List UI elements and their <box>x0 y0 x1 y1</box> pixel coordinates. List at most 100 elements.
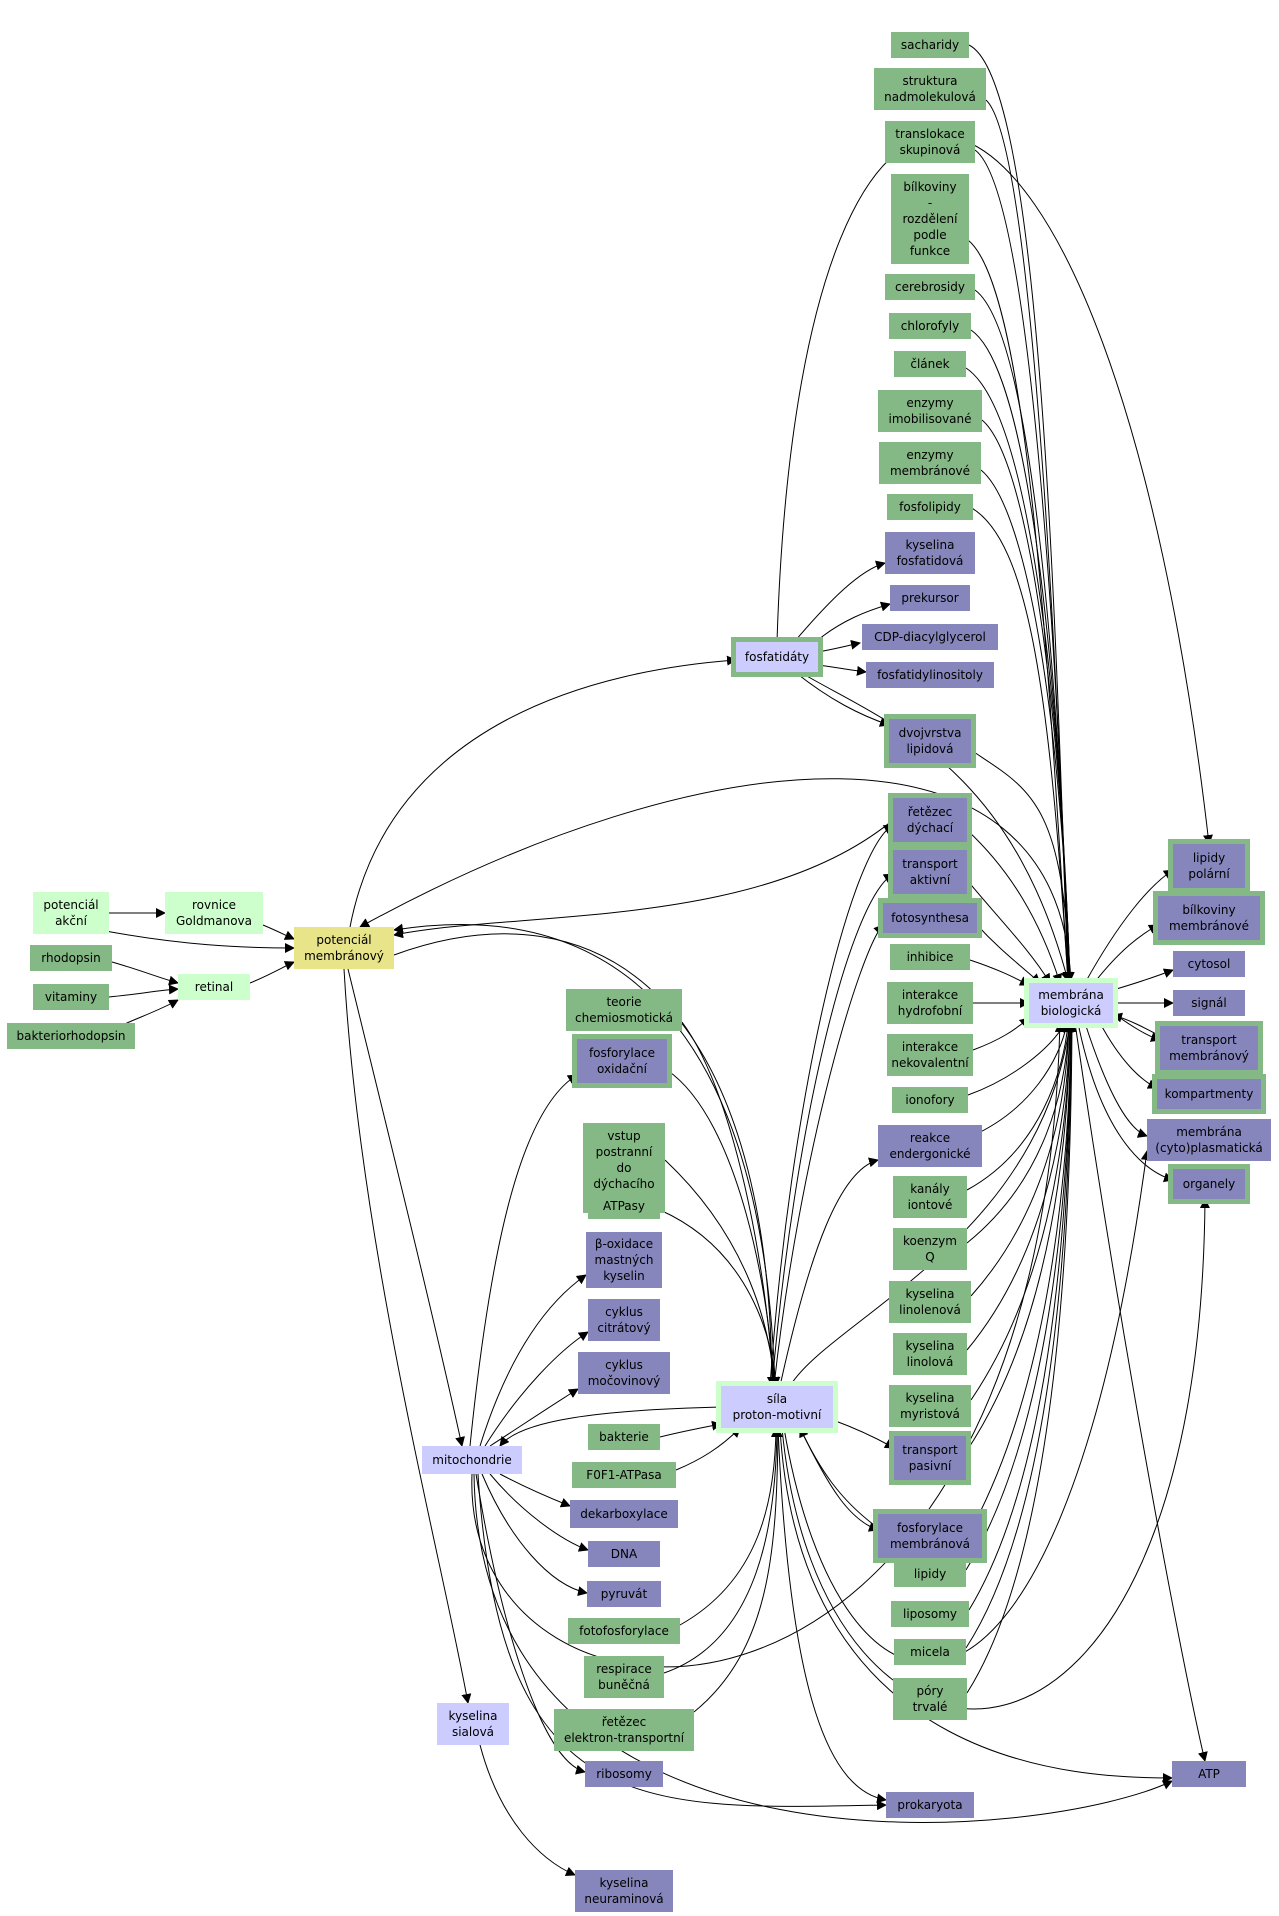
node-box <box>891 174 969 264</box>
node-label: elektron-transportní <box>564 1731 685 1745</box>
edge-respirace-to-sila <box>663 1427 782 1674</box>
node-box <box>584 1656 664 1698</box>
node-label: cytosol <box>1188 957 1231 971</box>
node-box <box>577 1039 667 1083</box>
node-box <box>885 532 975 574</box>
edge-fosforylace_memb-to-sila <box>799 1427 879 1529</box>
node-label: transport <box>902 1443 958 1457</box>
node-rhodopsin: rhodopsin <box>30 945 112 971</box>
node-box <box>165 892 263 934</box>
node-label: lipidy <box>1193 851 1225 865</box>
edge-kys_sialova-to-kys_neuraminova <box>479 1744 576 1877</box>
edge-membrana_bio-to-membrana_cyto <box>1084 1022 1148 1138</box>
node-box <box>889 1385 971 1427</box>
node-ionofory: ionofory <box>892 1087 968 1113</box>
edge-transport_pasivni-to-membrana_bio <box>965 1022 1075 1453</box>
node-label: fosfolipidy <box>899 500 961 514</box>
edge-liposomy-to-membrana_bio <box>968 1022 1076 1611</box>
node-box <box>893 1228 967 1270</box>
edge-f0f1-to-sila <box>675 1427 741 1471</box>
edge-sila-to-prokaryota <box>777 1427 887 1804</box>
edge-sila-to-retezec_dychaci <box>769 824 894 1387</box>
edge-koenzym-to-membrana_bio <box>966 1022 1074 1244</box>
node-box <box>437 1703 509 1745</box>
node-box <box>879 442 981 484</box>
node-label: aktivní <box>910 873 951 887</box>
node-label: micela <box>910 1645 950 1659</box>
node-box <box>892 1087 968 1113</box>
edge-fosforylace_oxid-to-sila <box>666 1069 779 1387</box>
node-label: interakce <box>902 988 958 1002</box>
node-box <box>893 1678 967 1720</box>
edge-sacharidy-to-membrana_bio <box>968 44 1073 982</box>
edge-retezec_dychaci-to-potencial_memb <box>393 819 894 939</box>
nodes-layer: sacharidystrukturanadmolekulovátransloka… <box>7 32 1271 1912</box>
edge-sila-to-organely <box>781 1198 1210 1710</box>
node-box <box>570 1500 678 1528</box>
node-label: ribosomy <box>596 1767 652 1781</box>
node-box <box>887 982 973 1024</box>
node-label: linolenová <box>899 1303 961 1317</box>
edge-mitochondrie-to-prokaryota <box>477 1473 887 1811</box>
node-box <box>588 1299 660 1341</box>
node-label: postranní <box>596 1145 653 1159</box>
edge-inhibice-to-membrana_bio <box>969 959 1030 986</box>
node-atpasy: ATPasy <box>588 1193 660 1219</box>
node-fosfatidylinositoly: fosfatidylinositoly <box>866 662 994 688</box>
node-box <box>1147 1119 1271 1161</box>
node-box <box>1157 1079 1261 1109</box>
node-label: akční <box>55 914 88 928</box>
node-box <box>878 1125 982 1167</box>
node-signal: signál <box>1173 990 1245 1016</box>
node-label: skupinová <box>900 143 961 157</box>
node-label: - <box>928 196 932 210</box>
node-box <box>886 1792 974 1818</box>
node-label: fosfatidylinositoly <box>877 668 983 682</box>
node-fotosynthesa: fotosynthesa <box>878 898 982 938</box>
node-lipidy: lipidy <box>894 1561 966 1587</box>
edge-mitochondrie-to-ribosomy <box>475 1473 586 1775</box>
edge-bilkoviny_rozdeleni-to-membrana_bio <box>967 239 1073 982</box>
node-label: ATPasy <box>603 1199 645 1213</box>
node-box <box>891 32 969 58</box>
node-struktura: struktura nadmolekulová <box>874 68 986 110</box>
edge-fosfatidaty-to-kys_fosfatidova <box>794 560 886 642</box>
edge-kanaly-to-membrana_bio <box>966 1022 1073 1191</box>
node-label: DNA <box>611 1547 638 1561</box>
node-label: dekarboxylace <box>580 1507 668 1521</box>
node-label: iontové <box>908 1198 953 1212</box>
node-box <box>1173 844 1245 888</box>
node-sacharidy: sacharidy <box>891 32 969 58</box>
node-label: kyselina <box>600 1876 649 1890</box>
node-box <box>588 1424 660 1450</box>
node-label: oxidační <box>597 1062 648 1076</box>
edge-membrana_bio-to-potencial_memb <box>359 778 1072 984</box>
node-box <box>422 1446 522 1474</box>
node-label: kyselina <box>906 538 955 552</box>
edge-membrana_bio-to-kompartmenty <box>1099 1022 1158 1089</box>
node-box <box>585 1761 663 1787</box>
edge-mitochondrie-to-dekarboxylace <box>499 1473 571 1508</box>
node-label: nekovalentní <box>891 1056 969 1070</box>
node-box <box>893 1333 967 1375</box>
edge-kys_myristova-to-membrana_bio <box>970 1022 1075 1401</box>
edge-sila-to-fotosynthesa <box>773 924 884 1387</box>
node-label: struktura <box>902 74 957 88</box>
node-label: prekursor <box>901 591 958 605</box>
node-label: bílkoviny <box>903 180 956 194</box>
node-label: fosfatidáty <box>745 650 809 664</box>
node-label: fotofosforylace <box>579 1624 669 1638</box>
node-label: nadmolekulová <box>884 90 976 104</box>
node-label: kyselina <box>906 1287 955 1301</box>
node-label: kyselina <box>906 1339 955 1353</box>
node-label: liposomy <box>903 1607 957 1621</box>
edge-fotofosforylace-to-sila <box>679 1427 781 1626</box>
edge-retezec_dychaci-to-membrana_bio <box>966 829 1063 984</box>
